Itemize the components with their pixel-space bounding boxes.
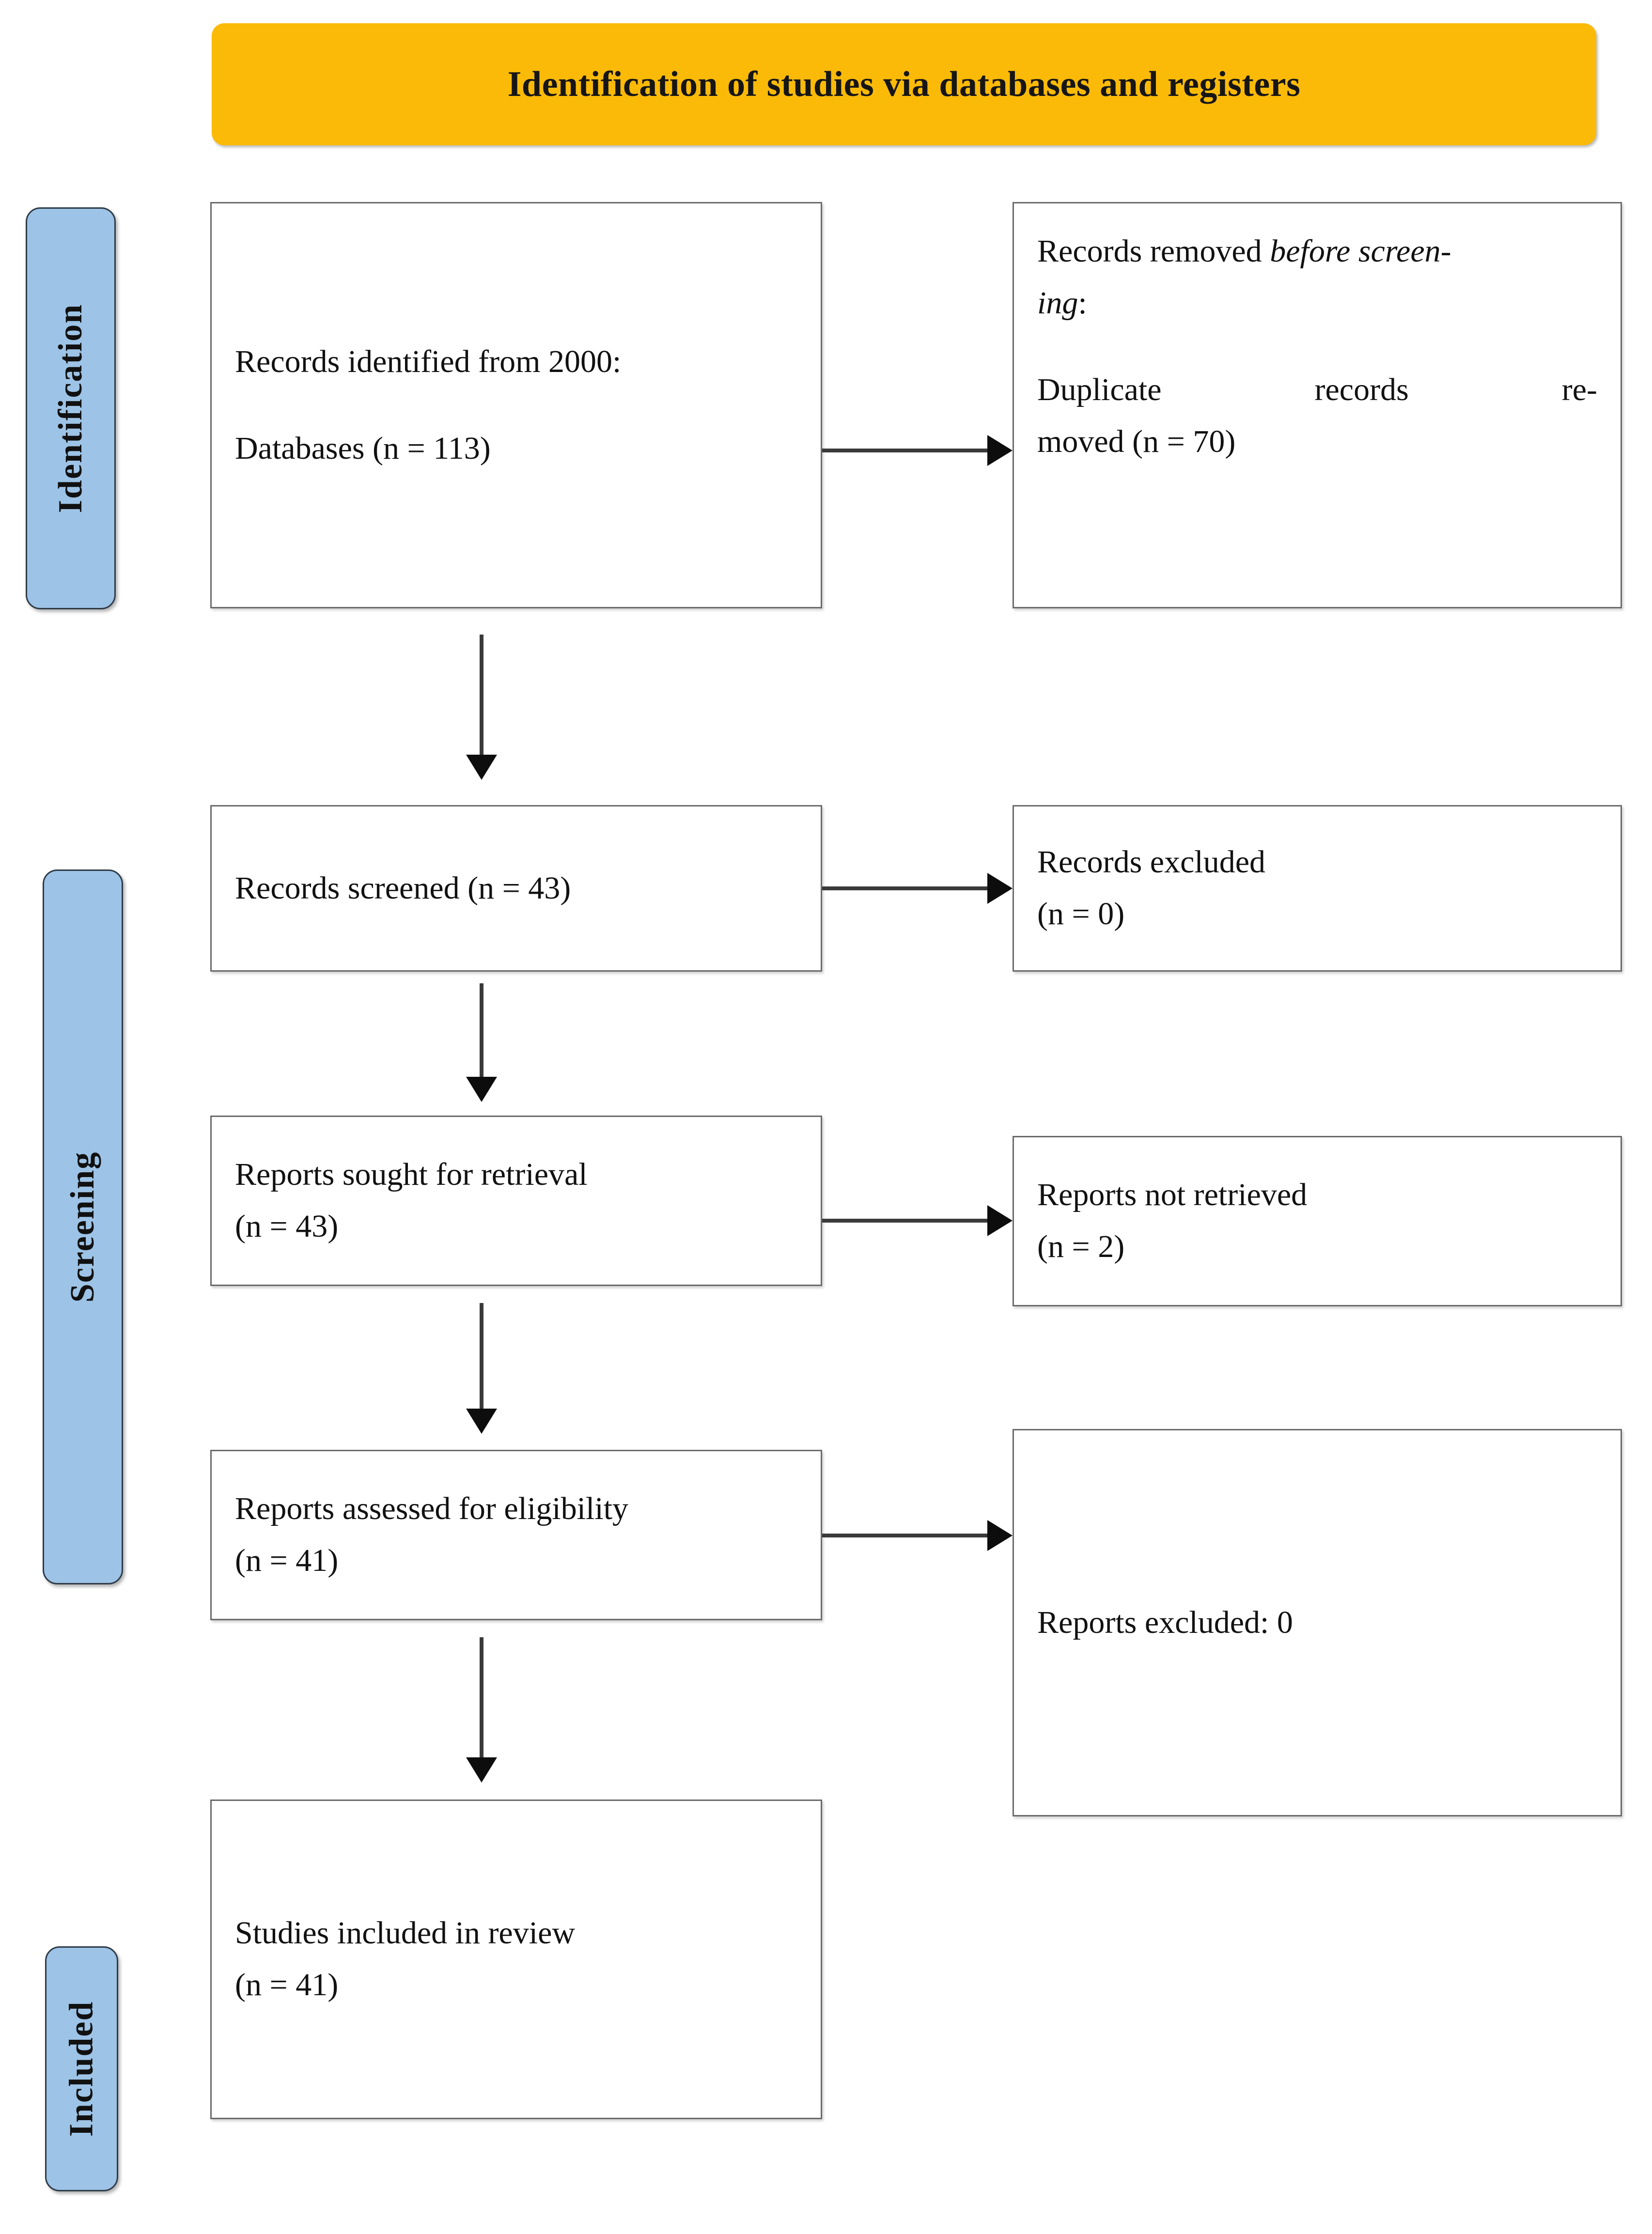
box-reports-sought: Reports sought for retrieval (n = 43) — [210, 1116, 822, 1286]
spacer — [235, 388, 797, 423]
box-records-removed-line3: Duplicate records re- — [1037, 372, 1597, 407]
arrow-shaft — [822, 449, 989, 452]
box-records-removed-line1: Records removed before screen- — [1037, 226, 1597, 278]
arrow-shaft — [480, 1303, 483, 1409]
arrow-down-identified-to-screened — [466, 635, 497, 780]
box-records-identified-line2: Databases (n = 113) — [235, 430, 491, 466]
box-reports-sought-line1: Reports sought for retrieval — [235, 1157, 588, 1193]
arrow-right-eligibility-to-reports-excluded — [822, 1520, 1013, 1551]
box-records-removed-line2-colon: : — [1078, 285, 1087, 321]
box-reports-excluded-line1: Reports excluded: 0 — [1037, 1604, 1293, 1640]
box-studies-included: Studies included in review (n = 41) — [210, 1800, 822, 2119]
arrow-down-screened-to-sought — [466, 983, 497, 1102]
arrow-down-sought-to-eligibility — [466, 1303, 497, 1434]
arrow-shaft — [822, 1534, 989, 1537]
box-studies-included-line2: (n = 41) — [235, 1967, 339, 2002]
stage-tab-screening-label: Screening — [64, 1151, 102, 1303]
spacer — [1037, 329, 1597, 364]
arrow-shaft — [480, 635, 483, 755]
arrow-shaft — [480, 1637, 483, 1757]
header-banner: Identification of studies via databases … — [212, 23, 1596, 145]
banner-title: Identification of studies via databases … — [507, 64, 1301, 104]
box-reports-sought-line2: (n = 43) — [235, 1209, 339, 1244]
stage-tab-included-label: Included — [62, 2001, 100, 2137]
box-reports-assessed: Reports assessed for eligibility (n = 41… — [210, 1450, 822, 1620]
arrow-head-icon — [466, 1409, 497, 1434]
arrow-down-eligibility-to-included — [466, 1637, 497, 1783]
arrow-shaft — [480, 983, 483, 1077]
box-records-excluded-line1: Records excluded — [1037, 844, 1265, 880]
arrow-head-icon — [987, 873, 1013, 904]
box-records-removed-line4: moved (n = 70) — [1037, 423, 1236, 459]
box-records-screened-line1: Records screened (n = 43) — [235, 870, 571, 906]
box-records-removed-line1-emphasis: before screen- — [1270, 233, 1451, 269]
arrow-head-icon — [466, 1757, 497, 1783]
arrow-right-sought-to-not-retrieved — [822, 1205, 1013, 1236]
arrow-head-icon — [466, 755, 497, 780]
stage-tab-included: Included — [45, 1946, 118, 2191]
arrow-right-identified-to-removed — [822, 435, 1013, 466]
box-reports-excluded: Reports excluded: 0 — [1013, 1429, 1622, 1816]
box-records-identified: Records identified from 2000: Databases … — [210, 202, 822, 608]
box-records-excluded-line2: (n = 0) — [1037, 896, 1125, 931]
box-reports-assessed-line2: (n = 41) — [235, 1543, 339, 1578]
arrow-head-icon — [987, 1205, 1013, 1236]
box-reports-not-retrieved-line2: (n = 2) — [1037, 1229, 1125, 1264]
box-records-removed-line2: ing: — [1037, 278, 1597, 329]
arrow-shaft — [822, 1219, 989, 1223]
box-studies-included-line1: Studies included in review — [235, 1915, 576, 1951]
arrow-head-icon — [466, 1077, 497, 1102]
arrow-right-screened-to-records-excluded — [822, 873, 1013, 904]
stage-tab-screening: Screening — [43, 869, 123, 1584]
box-reports-assessed-line1: Reports assessed for eligibility — [235, 1491, 629, 1527]
arrow-head-icon — [987, 435, 1013, 466]
box-records-identified-line1: Records identified from 2000: — [235, 343, 622, 379]
stage-tab-identification: Identification — [26, 207, 116, 609]
box-records-excluded: Records excluded (n = 0) — [1013, 805, 1622, 972]
arrow-head-icon — [987, 1520, 1013, 1551]
box-reports-not-retrieved-line1: Reports not retrieved — [1037, 1177, 1308, 1213]
box-records-removed-line2-emphasis: ing — [1037, 285, 1078, 321]
box-records-screened: Records screened (n = 43) — [210, 805, 822, 972]
box-records-removed-line1-prefix: Records removed — [1037, 233, 1270, 269]
stage-tab-identification-label: Identification — [52, 303, 90, 513]
box-records-removed: Records removed before screen- ing: Dupl… — [1013, 202, 1622, 608]
box-reports-not-retrieved: Reports not retrieved (n = 2) — [1013, 1136, 1622, 1306]
arrow-shaft — [822, 886, 989, 890]
